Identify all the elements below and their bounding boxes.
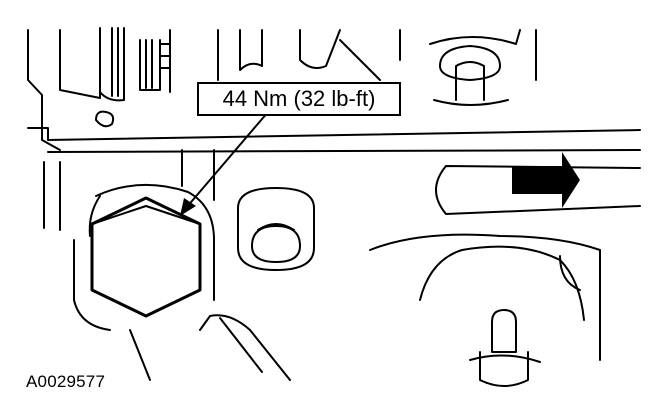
pointer-arrow-icon bbox=[180, 198, 196, 216]
connector-ribs bbox=[139, 39, 171, 91]
figure-id: A0029577 bbox=[26, 372, 106, 391]
right-arrow-icon bbox=[512, 152, 580, 208]
upper-flange-bottom bbox=[47, 149, 641, 153]
lower-stud bbox=[491, 309, 517, 353]
upper-flange-top bbox=[27, 127, 641, 141]
connector-plug bbox=[99, 27, 125, 102]
socket-outline bbox=[95, 183, 215, 301]
hex-bolt bbox=[90, 196, 202, 318]
upper-housing-inner bbox=[59, 29, 101, 99]
upper-housing-outline bbox=[27, 29, 61, 151]
spacer-inner bbox=[251, 225, 301, 263]
upper-bracket bbox=[217, 29, 263, 81]
torque-callout: 44 Nm (32 lb-ft) bbox=[197, 82, 401, 116]
fitting-stem bbox=[455, 61, 485, 101]
lower-rail bbox=[199, 314, 291, 381]
torque-callout-text: 44 Nm (32 lb-ft) bbox=[222, 86, 376, 111]
fitting-cap bbox=[439, 45, 501, 81]
leader-line bbox=[185, 111, 269, 209]
lower-housing bbox=[369, 233, 601, 251]
spacer-outer bbox=[237, 187, 315, 271]
